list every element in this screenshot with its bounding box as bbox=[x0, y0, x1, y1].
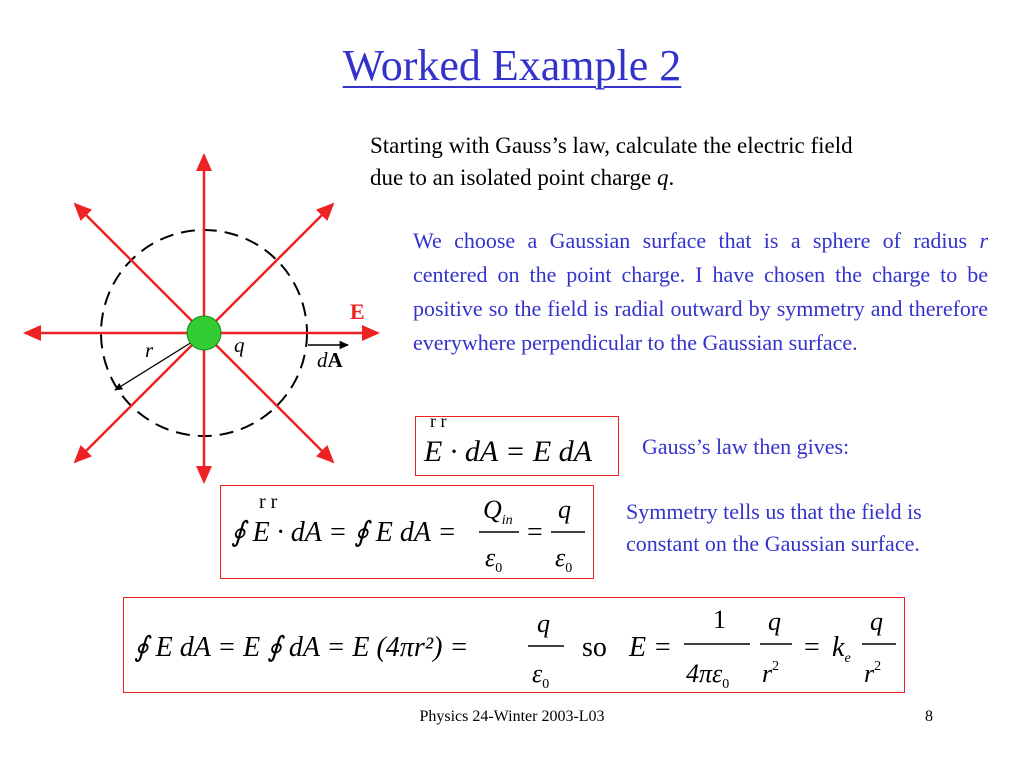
vector-marks: r r bbox=[259, 491, 278, 513]
field-line-upper-left bbox=[73, 202, 205, 334]
dot-product-formula: E · dA = E dA bbox=[423, 435, 593, 468]
so-word: so bbox=[582, 632, 607, 663]
field-line-lower-left bbox=[73, 332, 205, 464]
flux-integral: ∮ E dA = E ∮ dA = E (4πr²) = bbox=[134, 632, 468, 663]
gauss-caption: Gauss’s law then gives: bbox=[642, 434, 850, 459]
coulomb-constant: ke bbox=[832, 632, 851, 666]
gauss-law-lhs: ∮ E · dA = ∮ E dA = bbox=[231, 517, 456, 548]
charge-label: q bbox=[234, 333, 245, 357]
problem-line-2: due to an isolated point charge q. bbox=[370, 162, 990, 194]
charge-enclosed: Qin bbox=[483, 495, 513, 528]
four-pi-epsilon: 4πε0 bbox=[686, 659, 729, 692]
explanation-paragraph: We choose a Gaussian surface that is a s… bbox=[413, 224, 988, 360]
point-charge bbox=[186, 315, 222, 351]
explanation-part-1: We choose a Gaussian surface that is a s… bbox=[413, 228, 980, 253]
symmetry-caption-line-2: constant on the Gaussian surface. bbox=[626, 531, 920, 556]
vector-marks: r r bbox=[430, 417, 447, 431]
symmetry-caption-line-1: Symmetry tells us that the field is bbox=[626, 499, 922, 524]
dot-product-equation: r r E · dA = E dA bbox=[423, 411, 593, 468]
radius-label: r bbox=[145, 338, 154, 362]
field-result-equation-box: ∮ E dA = E ∮ dA = E (4πr²) = q 4πεε0 so … bbox=[123, 597, 905, 693]
slide-title: Worked Example 2 bbox=[342, 41, 682, 90]
charge-q: q bbox=[768, 607, 781, 636]
radius-arrow bbox=[114, 336, 201, 391]
explanation-part-2: centered on the point charge. I have cho… bbox=[413, 262, 988, 355]
field-result-equation: ∮ E dA = E ∮ dA = E (4πr²) = q 4πεε0 so … bbox=[134, 605, 896, 692]
area-label: dA bbox=[317, 348, 344, 372]
charge-q: q bbox=[537, 609, 550, 638]
numerator-one: 1 bbox=[713, 605, 726, 634]
field-equals: E = bbox=[628, 632, 672, 663]
gauss-law-equation: r r ∮ E · dA = ∮ E dA = Qin ε0 = q ε0 bbox=[231, 491, 585, 576]
field-line-upper-right bbox=[203, 202, 335, 334]
charge-variable: q bbox=[657, 165, 669, 190]
field-lines bbox=[23, 153, 380, 484]
epsilon-zero: ε0 bbox=[555, 543, 572, 576]
dot-product-equation-box: r r E · dA = E dA bbox=[415, 411, 619, 476]
equals-sign: = bbox=[527, 517, 543, 548]
charge-q: q bbox=[558, 495, 571, 524]
field-diagram: E dA q r bbox=[23, 153, 380, 484]
radius-variable: r bbox=[979, 228, 988, 253]
problem-line-1: Starting with Gauss’s law, calculate the… bbox=[370, 133, 853, 158]
symmetry-caption: Symmetry tells us that the field is cons… bbox=[626, 496, 922, 560]
page-number: 8 bbox=[925, 708, 933, 725]
equals-sign: = bbox=[804, 632, 820, 663]
problem-line-2-text: due to an isolated point charge bbox=[370, 165, 657, 190]
epsilon-zero: 4πεε0 bbox=[532, 659, 549, 692]
gauss-law-equation-box: r r ∮ E · dA = ∮ E dA = Qin ε0 = q ε0 bbox=[220, 485, 594, 579]
r-squared: r2 bbox=[762, 659, 779, 688]
field-label-E: E bbox=[350, 299, 365, 324]
field-line-lower-right bbox=[203, 332, 335, 464]
problem-statement: Starting with Gauss’s law, calculate the… bbox=[370, 130, 990, 194]
charge-q: q bbox=[870, 607, 883, 636]
period: . bbox=[668, 165, 675, 190]
footer-course: Physics 24-Winter 2003-L03 bbox=[419, 708, 605, 725]
r-squared: r2 bbox=[864, 659, 881, 688]
epsilon-zero: ε0 bbox=[485, 543, 502, 576]
